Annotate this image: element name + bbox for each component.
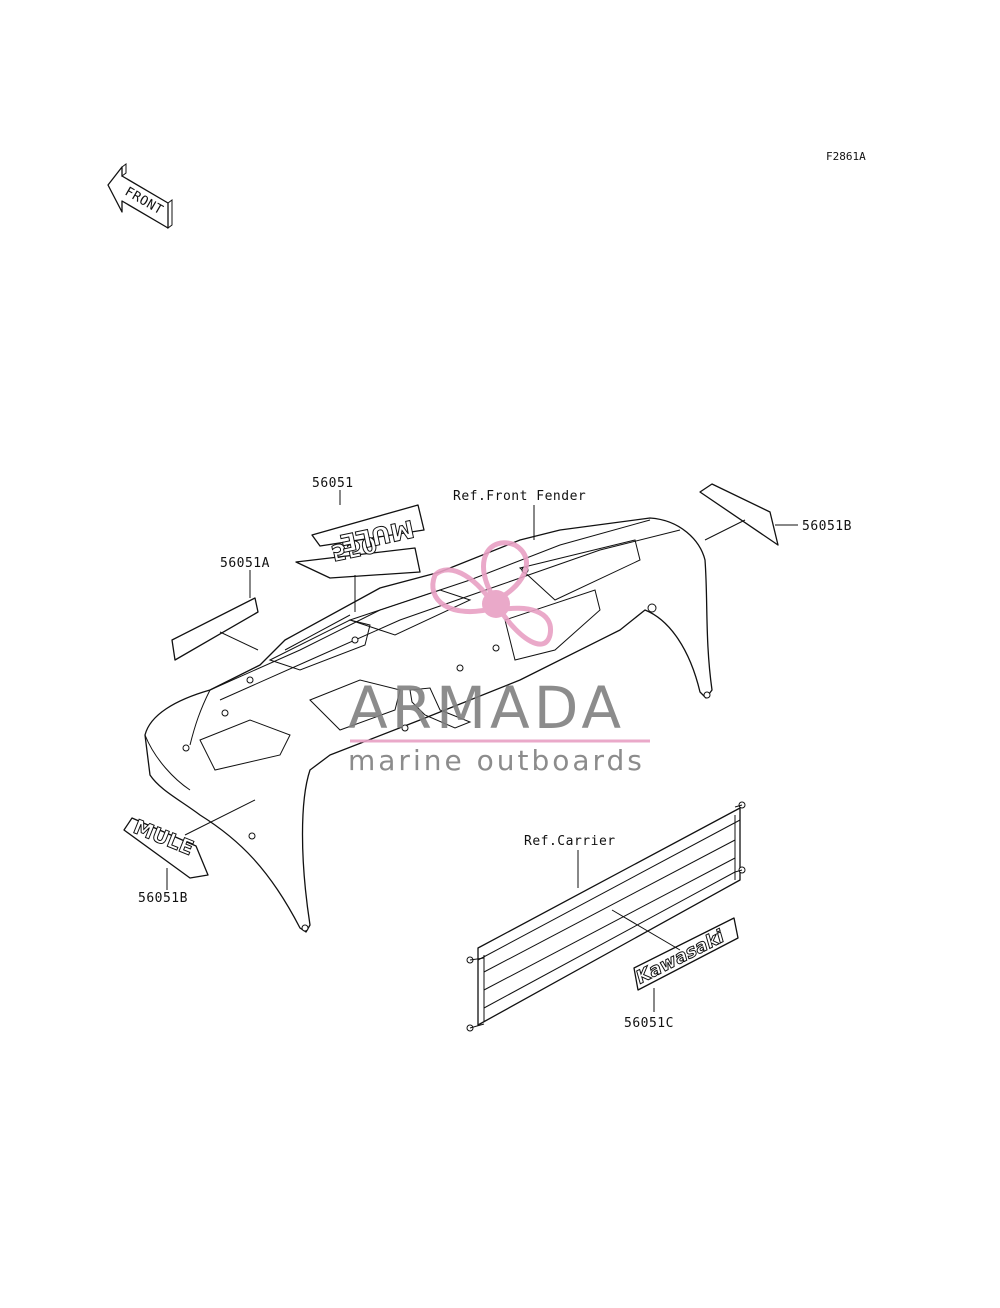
watermark: ARMADA marine outboards <box>348 540 650 777</box>
label-56051c: 56051C <box>624 1016 674 1031</box>
label-56051: 56051 <box>312 476 354 491</box>
watermark-tagline: marine outboards <box>348 744 645 777</box>
front-fender <box>144 517 713 933</box>
watermark-brand: ARMADA <box>348 674 625 742</box>
propeller-hub <box>482 590 510 618</box>
decal-brand-text: Kawasaki <box>633 926 729 989</box>
label-56051b-left: 56051B <box>138 891 188 906</box>
label-56051a: 56051A <box>220 556 270 571</box>
label-ref-front-fender: Ref.Front Fender <box>453 489 586 504</box>
decal-56051b-right <box>699 483 779 546</box>
propeller-icon <box>430 540 553 647</box>
carrier-gate <box>466 801 746 1032</box>
figure-id: F2861A <box>826 150 866 163</box>
decal-mule-550: 550 MULE <box>295 504 425 579</box>
label-56051b-right: 56051B <box>802 519 852 534</box>
decal-56051a <box>171 597 259 661</box>
label-ref-carrier: Ref.Carrier <box>524 834 616 849</box>
front-arrow-icon: FRONT <box>107 163 173 229</box>
decal-mule-side: MULE <box>123 814 209 879</box>
